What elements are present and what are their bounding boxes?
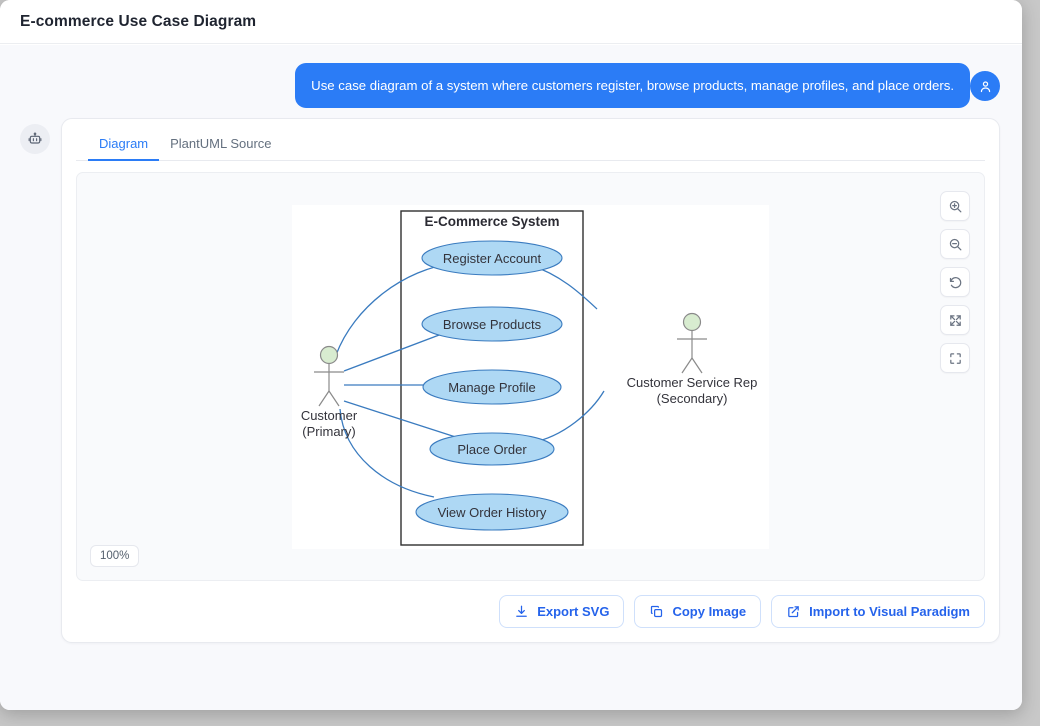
- assoc-customer-order: [343, 400, 469, 442]
- fit-to-screen-button[interactable]: [940, 305, 970, 336]
- assoc-customer-browse: [343, 328, 456, 372]
- actor-customer[interactable]: Customer (Primary): [301, 345, 358, 439]
- actor-stick-figure: [677, 312, 707, 373]
- use-case-ellipse: [421, 240, 563, 276]
- use-case-label: Place Order: [457, 442, 527, 457]
- actor-stick-figure: [314, 345, 344, 406]
- user-avatar: [970, 71, 1000, 101]
- export-svg-button[interactable]: Export SVG: [499, 595, 625, 629]
- tab-diagram[interactable]: Diagram: [88, 129, 160, 162]
- fullscreen-icon: [949, 352, 961, 364]
- use-case-label: View Order History: [438, 505, 547, 520]
- actor-label-line-2: (Primary): [302, 424, 355, 439]
- actor-label-line-1: Customer: [301, 408, 358, 423]
- result-card: Diagram PlantUML Source: [61, 118, 1000, 644]
- use-case-view-order-history[interactable]: View Order History: [415, 493, 569, 531]
- use-case-nodes: Register Account Browse Products Manage …: [415, 240, 569, 531]
- fullscreen-button[interactable]: [940, 343, 970, 374]
- copy-image-label: Copy Image: [672, 604, 747, 620]
- use-case-label: Manage Profile: [448, 380, 535, 395]
- tab-bar: Diagram PlantUML Source: [76, 129, 985, 162]
- copy-icon: [651, 606, 663, 618]
- title-bar: E-commerce Use Case Diagram: [0, 0, 1022, 44]
- download-icon: [516, 605, 528, 617]
- app-window: E-commerce Use Case Diagram Use case dia…: [0, 0, 1022, 710]
- use-case-label: Register Account: [443, 251, 542, 266]
- use-case-ellipse: [429, 432, 555, 466]
- fit-screen-icon: [949, 314, 961, 326]
- zoom-in-button[interactable]: [940, 191, 970, 222]
- external-link-icon: [788, 606, 799, 618]
- zoom-in-icon: [949, 200, 961, 213]
- zoom-out-button[interactable]: [940, 229, 970, 260]
- user-message-row: Use case diagram of a system where custo…: [0, 45, 1022, 109]
- use-case-place-order[interactable]: Place Order: [429, 432, 555, 466]
- system-boundary-label: E-Commerce System: [424, 214, 559, 229]
- zoom-level-badge: 100%: [90, 545, 140, 568]
- tab-plantuml-source[interactable]: PlantUML Source: [170, 136, 272, 152]
- actor-legs: [318, 390, 340, 406]
- actor-legs: [681, 357, 703, 373]
- use-case-browse-products[interactable]: Browse Products: [421, 306, 563, 342]
- diagram-canvas[interactable]: 100% E-Commerce System: [76, 172, 985, 582]
- reset-view-button[interactable]: [940, 267, 970, 298]
- app-body: Use case diagram of a system where custo…: [0, 45, 1022, 710]
- actor-head: [319, 345, 339, 364]
- import-visual-paradigm-label: Import to Visual Paradigm: [809, 604, 970, 620]
- reset-icon: [949, 276, 961, 288]
- assistant-avatar: [20, 124, 50, 155]
- zoom-out-icon: [949, 238, 961, 251]
- user-message-bubble: Use case diagram of a system where custo…: [295, 63, 970, 109]
- zoom-controls: [940, 191, 970, 374]
- use-case-label: Browse Products: [443, 317, 542, 332]
- assistant-message-row: Diagram PlantUML Source: [0, 108, 1022, 644]
- robot-icon: [28, 132, 42, 144]
- use-case-manage-profile[interactable]: Manage Profile: [422, 369, 562, 405]
- actor-label-line-1: Customer Service Rep: [627, 375, 758, 390]
- actor-head: [682, 312, 702, 331]
- page-title: E-commerce Use Case Diagram: [20, 12, 257, 30]
- actor-customer-service-rep[interactable]: Customer Service Rep (Secondary): [627, 312, 758, 406]
- copy-image-button[interactable]: Copy Image: [634, 595, 762, 629]
- diagram-surface: E-Commerce System: [77, 173, 984, 580]
- use-case-ellipse: [422, 369, 562, 405]
- use-case-ellipse: [421, 306, 563, 342]
- assoc-customer-history: [339, 408, 435, 498]
- import-visual-paradigm-button[interactable]: Import to Visual Paradigm: [771, 595, 985, 629]
- use-case-register-account[interactable]: Register Account: [421, 240, 563, 276]
- export-svg-label: Export SVG: [537, 604, 610, 620]
- system-boundary-box: [400, 209, 584, 546]
- action-bar: Export SVG Copy Image: [76, 595, 985, 629]
- user-icon: [980, 80, 990, 92]
- use-case-ellipse: [415, 493, 569, 531]
- use-case-diagram: E-Commerce System: [292, 204, 769, 549]
- actor-label-line-2: (Secondary): [657, 391, 728, 406]
